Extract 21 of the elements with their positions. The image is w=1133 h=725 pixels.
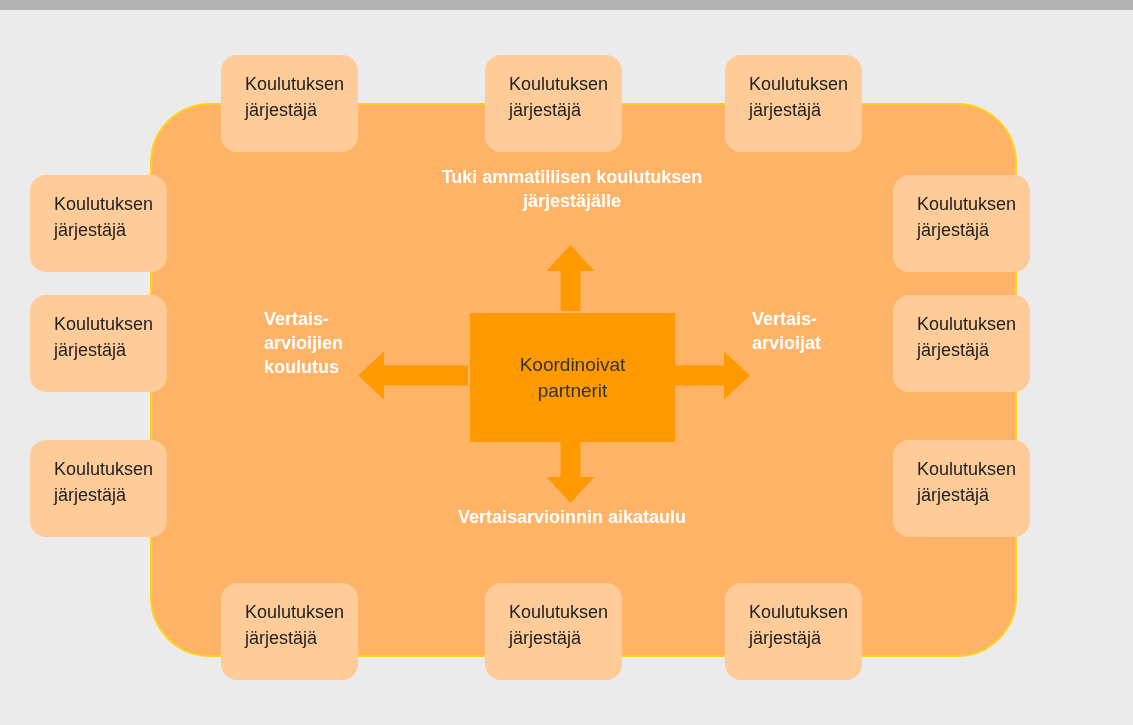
arrow-label: Vertais-arvioijat (752, 307, 852, 367)
provider-box: Koulutuksen järjestäjä (485, 55, 622, 152)
center-box: Koordinoivat partnerit (470, 313, 675, 442)
block-arrow (546, 440, 595, 503)
provider-box: Koulutuksen järjestäjä (893, 175, 1030, 272)
provider-box: Koulutuksen järjestäjä (725, 55, 862, 152)
arrow-label: Vertais-arvioijien koulutus (264, 307, 360, 391)
block-arrow (358, 351, 468, 400)
block-arrow (673, 351, 750, 400)
arrow-label: Tuki ammatillisen koulutuksen järjestäjälle (402, 165, 742, 247)
provider-box: Koulutuksen järjestäjä (30, 440, 167, 537)
arrow-label: Vertaisarvioinnin aikataulu (397, 505, 747, 543)
provider-box: Koulutuksen järjestäjä (485, 583, 622, 680)
provider-box: Koulutuksen järjestäjä (221, 583, 358, 680)
provider-box: Koulutuksen järjestäjä (725, 583, 862, 680)
provider-box: Koulutuksen järjestäjä (893, 440, 1030, 537)
provider-box: Koulutuksen järjestäjä (30, 295, 167, 392)
provider-box: Koulutuksen järjestäjä (30, 175, 167, 272)
block-arrow (546, 245, 595, 311)
provider-box: Koulutuksen järjestäjä (221, 55, 358, 152)
provider-box: Koulutuksen järjestäjä (893, 295, 1030, 392)
